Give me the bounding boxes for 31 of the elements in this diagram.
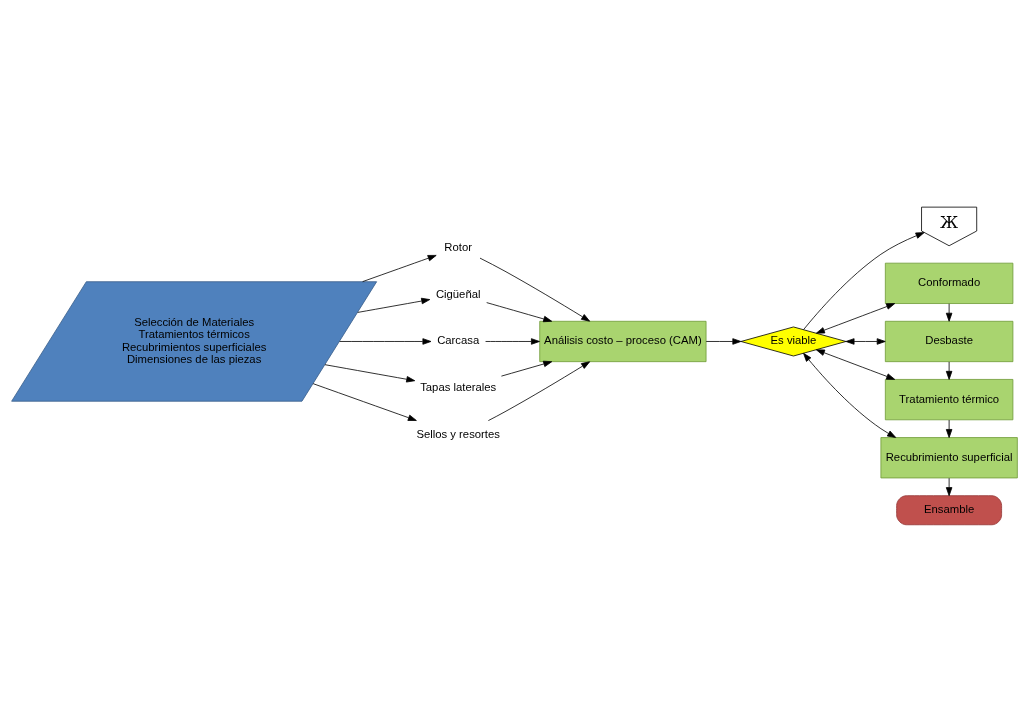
arrow <box>487 360 591 421</box>
arrow <box>945 361 953 380</box>
arrow <box>479 257 591 322</box>
arrow <box>486 301 553 322</box>
node-box: Recubrimiento superficial <box>880 436 1018 478</box>
arrow <box>803 352 897 438</box>
arrow <box>362 254 437 282</box>
arrow <box>485 337 540 345</box>
arrow <box>945 419 953 438</box>
arrow <box>501 360 553 377</box>
node-text: Carcasa <box>437 333 480 346</box>
node-text: Tapas laterales <box>420 380 497 393</box>
node-text: Rotor <box>444 240 472 253</box>
arrow <box>324 363 416 382</box>
arrow <box>705 337 742 345</box>
arrow <box>815 348 896 380</box>
node-box: Ensamble <box>896 494 1002 525</box>
node-box: Desbaste <box>884 320 1014 362</box>
arrow <box>945 477 953 496</box>
node-box: Tratamiento térmico <box>884 378 1014 420</box>
node-text: Sellos y resortes <box>416 427 500 440</box>
node-box: Conformado <box>884 262 1014 304</box>
arrow <box>845 337 886 345</box>
node-text: Cigüeñal <box>435 287 481 300</box>
arrow <box>815 302 896 334</box>
arrow <box>803 231 925 330</box>
arrow <box>312 382 417 421</box>
arrow <box>357 297 431 313</box>
arrow <box>945 302 953 322</box>
node-box: Análisis costo – proceso (CAM) <box>539 320 707 362</box>
arrow <box>339 337 432 345</box>
